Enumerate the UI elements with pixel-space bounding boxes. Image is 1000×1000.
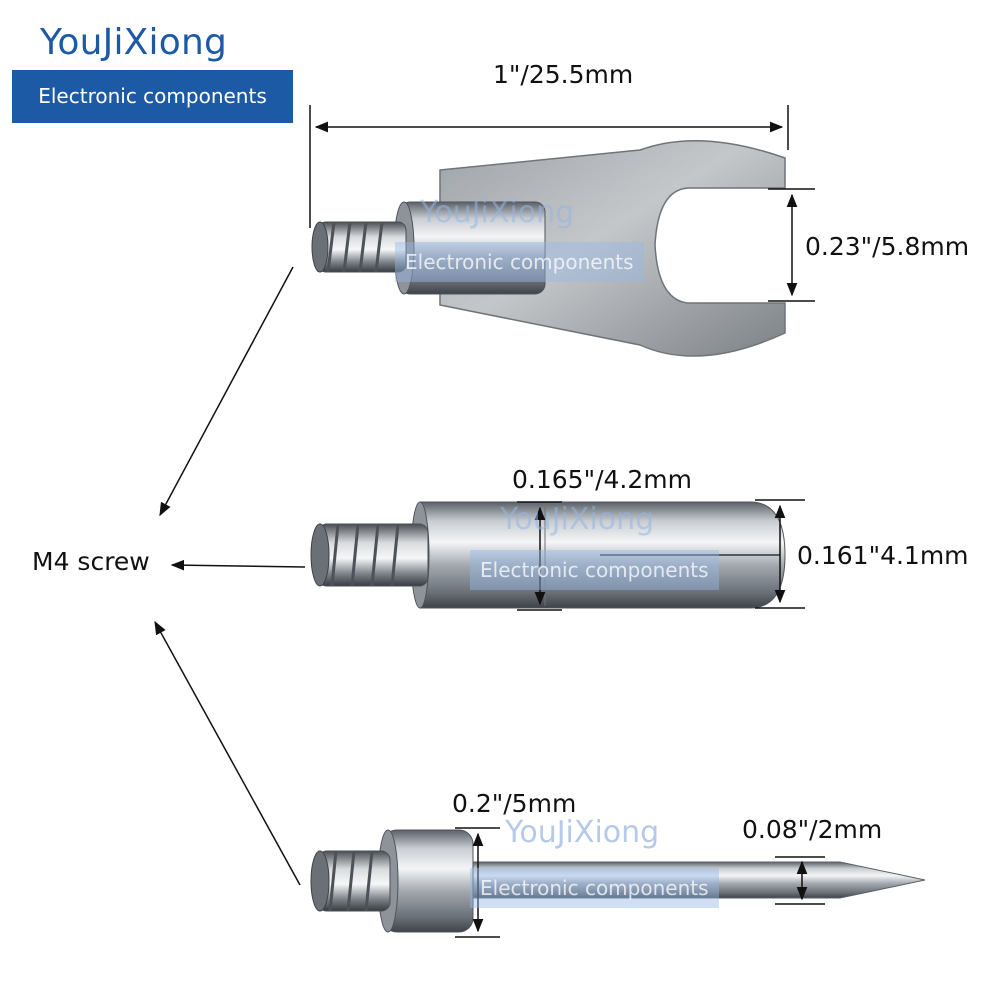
brand-tagline-bar: Electronic components (12, 70, 293, 123)
needle-collar-label: 0.2"/5mm (452, 789, 577, 818)
needle-thread (310, 850, 391, 912)
watermark-brand: YouJiXiong (500, 502, 655, 537)
round-tip-thread (310, 523, 429, 587)
fork-thread (311, 221, 407, 273)
needle-tip-part (310, 827, 926, 938)
m4-screw-label: M4 screw (32, 547, 150, 576)
fork-spade (439, 140, 786, 357)
round-tip-label: 0.161"4.1mm (797, 541, 969, 570)
m4-callout-arrows (154, 266, 306, 886)
round-barrel-label: 0.165"/4.2mm (512, 465, 692, 494)
watermark-brand: YouJiXiong (505, 815, 660, 850)
needle-shaft-label: 0.08"/2mm (742, 815, 883, 844)
watermark-brand: YouJiXiong (420, 195, 575, 230)
watermark-tagline: Electronic components (470, 868, 719, 908)
watermark-tagline: Electronic components (470, 550, 719, 590)
fork-tip-part (309, 105, 815, 357)
fork-length-label: 1"/25.5mm (493, 60, 634, 89)
brand-logo-title: YouJiXiong (40, 22, 228, 63)
round-tip-part (310, 499, 805, 611)
fork-opening-label: 0.23"/5.8mm (805, 232, 970, 261)
watermark-tagline: Electronic components (395, 242, 644, 282)
